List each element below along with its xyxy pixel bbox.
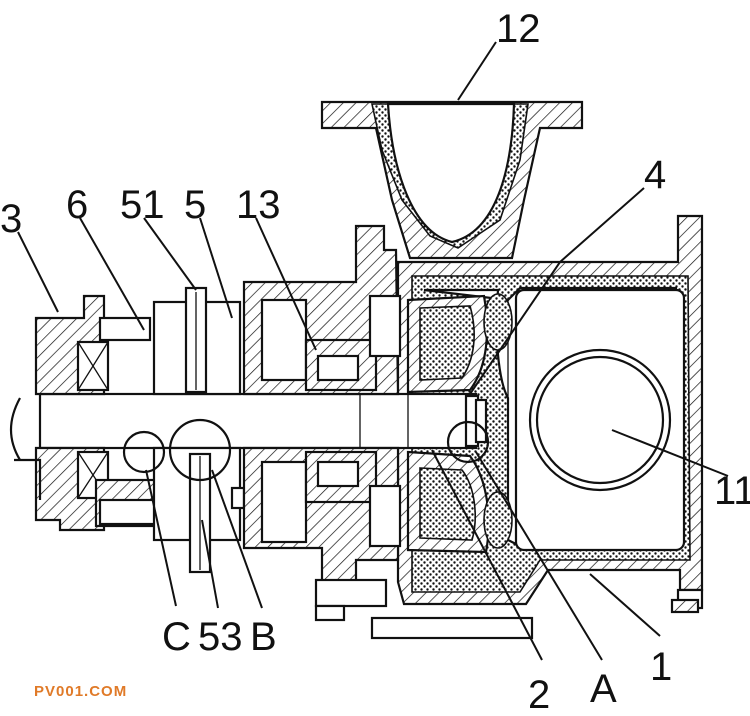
label-11: 11 (714, 469, 750, 513)
label-4: 4 (644, 153, 666, 197)
label-b: B (250, 615, 277, 659)
detail-circle-c (122, 430, 166, 474)
detail-circle-a (446, 420, 490, 464)
detail-markers (122, 418, 490, 482)
label-6: 6 (66, 183, 88, 227)
part-labels: 12 4 3 6 51 5 13 11 C 53 B 2 A 1 (0, 7, 750, 716)
label-13: 13 (236, 183, 281, 227)
label-53: 53 (198, 615, 243, 659)
suction-nozzle (320, 100, 584, 260)
coupling (152, 286, 246, 574)
label-51: 51 (120, 183, 165, 227)
leader-lines (17, 41, 729, 661)
discharge-port (528, 348, 704, 614)
shaft (38, 392, 488, 450)
label-1: 1 (650, 645, 672, 689)
seal-housing (242, 224, 534, 640)
label-a: A (590, 667, 617, 711)
impeller (406, 293, 513, 554)
detail-circle-b (168, 418, 232, 482)
label-c: C (162, 615, 191, 659)
label-3: 3 (0, 197, 22, 241)
watermark: PV001.COM (34, 683, 127, 700)
label-5: 5 (184, 183, 206, 227)
label-2: 2 (528, 673, 550, 716)
label-12: 12 (496, 7, 541, 51)
